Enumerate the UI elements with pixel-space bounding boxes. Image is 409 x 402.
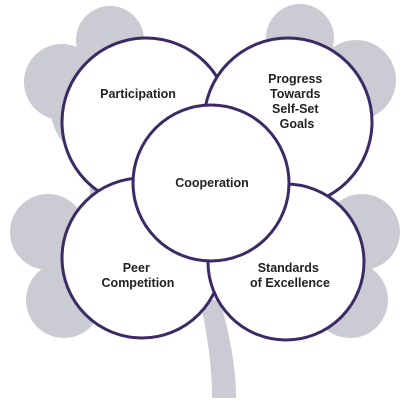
label-line: Progress	[268, 72, 322, 86]
clover-stem	[200, 300, 236, 398]
label-cooperation: Cooperation	[175, 176, 249, 190]
label-standards: Standards of Excellence	[250, 261, 330, 290]
label-peer-competition: Peer Competition	[102, 261, 175, 290]
label-progress: Progress Towards Self-Set Goals	[268, 72, 326, 131]
label-line: Standards	[258, 261, 319, 275]
label-line: Peer	[123, 261, 150, 275]
label-line: Cooperation	[175, 176, 249, 190]
label-participation: Participation	[100, 87, 176, 101]
label-line: Goals	[280, 117, 315, 131]
label-line: Participation	[100, 87, 176, 101]
label-line: Towards	[270, 87, 321, 101]
circle-cooperation	[131, 103, 291, 263]
label-line: Competition	[102, 276, 175, 290]
label-line: Self-Set	[272, 102, 319, 116]
label-line: of Excellence	[250, 276, 330, 290]
